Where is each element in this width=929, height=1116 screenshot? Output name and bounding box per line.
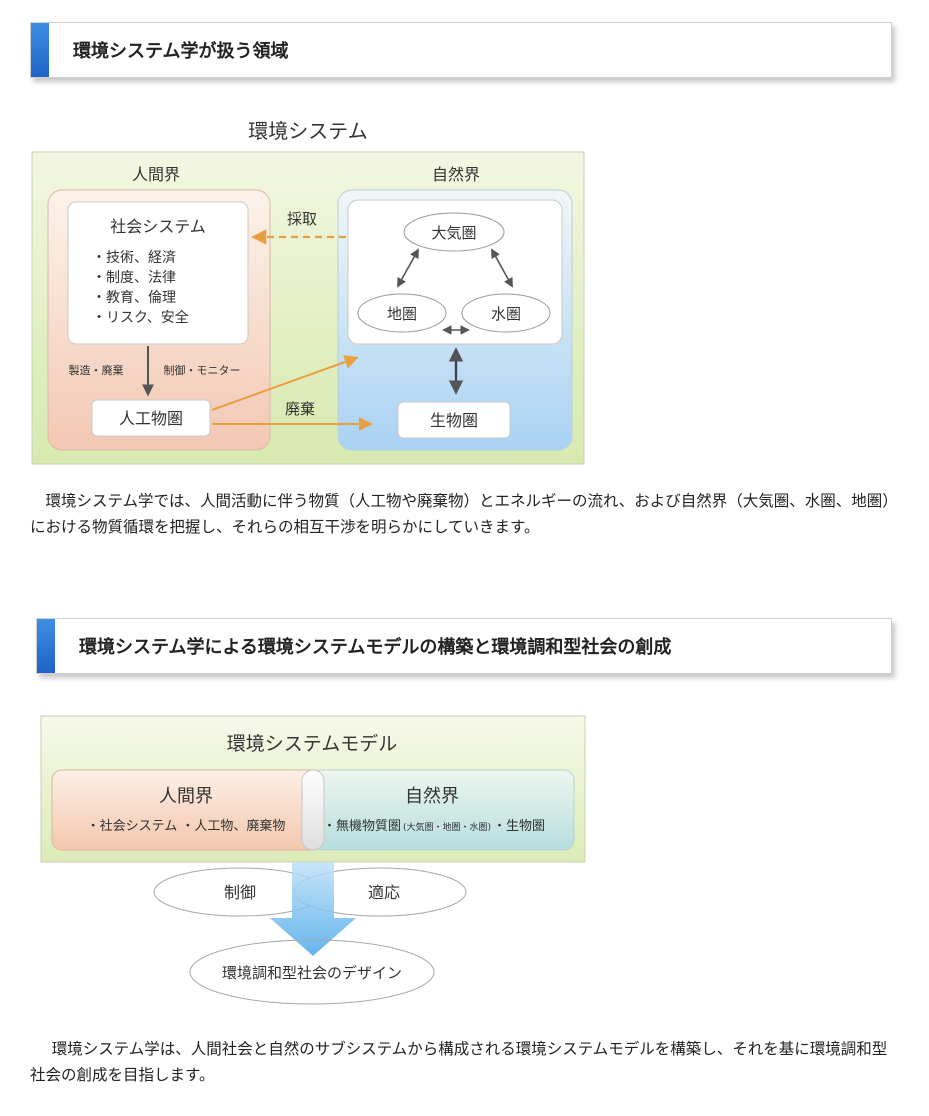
downward-arrow [270, 862, 356, 956]
model-nature-area [311, 769, 575, 851]
design-label: 環境調和型社会のデザイン [222, 964, 402, 982]
atmosphere-label: 大気圏 [431, 224, 476, 242]
atmosphere-geosphere-arrow [397, 248, 419, 288]
biosphere-label: 生物圏 [430, 411, 478, 430]
manufacture-label: 製造・廃棄 [69, 363, 124, 377]
geosphere-ellipse [357, 293, 447, 333]
social-item-2: ・制度、法律 [92, 270, 176, 286]
model-nature-label: 自然界 [405, 786, 459, 807]
heading-accent-bar [37, 619, 55, 673]
extraction-label: 採取 [287, 210, 317, 228]
model-human-items: ・社会システム ・人工物、廃棄物 [87, 818, 286, 834]
hydrosphere-ellipse [461, 293, 551, 333]
social-system-box [67, 201, 249, 345]
model-nature-items-end: ・生物圏 [493, 819, 545, 834]
section1-heading: 環境システム学が扱う領域 [30, 22, 892, 78]
adapt-label: 適応 [368, 883, 400, 902]
hydrosphere-label: 水圏 [491, 305, 521, 323]
section1-heading-text: 環境システム学が扱う領域 [73, 41, 289, 62]
artificial-sphere-box [91, 399, 211, 437]
nature-world-label: 自然界 [432, 165, 480, 184]
section2-heading-text: 環境システム学による環境システムモデルの構築と環境調和型社会の創成 [79, 637, 672, 658]
social-item-4: ・リスク、安全 [92, 309, 189, 326]
human-world-label: 人間界 [132, 165, 180, 184]
social-system-title: 社会システム [110, 217, 206, 236]
environment-system-diagram: 環境システム 人間界 自然界 社会システム ・技術、経済 ・制度、法律 ・教育、… [31, 119, 585, 465]
section1-paragraph: 環境システム学では、人間活動に伴う物質（人工物や廃棄物）とエネルギーの流れ、およ… [30, 492, 898, 536]
atmosphere-hydrosphere-arrow [491, 248, 513, 288]
artificial-sphere-label: 人工物圏 [119, 409, 183, 428]
waste-label: 廃棄 [285, 400, 315, 418]
model-connector [301, 769, 325, 851]
design-ellipse [189, 939, 435, 1005]
model-nature-items-small: (大気圏・地圏・水圏) [403, 821, 491, 833]
section2-paragraph: 環境システム学は、人間社会と自然のサブシステムから構成される環境システムモデルを… [30, 1040, 888, 1084]
heading-accent-bar [31, 23, 49, 77]
section2-heading: 環境システム学による環境システムモデルの構築と環境調和型社会の創成 [36, 618, 892, 674]
model-human-label: 人間界 [159, 786, 213, 807]
model-human-area [51, 769, 325, 851]
atmosphere-ellipse [403, 212, 505, 252]
control-monitor-label: 制御・モニター [164, 363, 241, 377]
social-item-1: ・技術、経済 [92, 250, 176, 266]
environment-system-model-diagram: 環境システムモデル 人間界 ・社会システム ・人工物、廃棄物 自然界 ・無機物質… [40, 715, 586, 1005]
model-nature-items-main: ・無機物質圏 [323, 819, 401, 834]
diagram1-title: 環境システム [248, 119, 367, 143]
social-item-3: ・教育、倫理 [92, 290, 176, 306]
artificial-to-nature-arrow [211, 355, 359, 411]
geosphere-label: 地圏 [387, 305, 417, 323]
model-nature-items: ・無機物質圏(大気圏・地圏・水圏)・生物圏 [323, 819, 545, 834]
diagram2-title: 環境システムモデル [227, 733, 397, 755]
biosphere-box [397, 401, 511, 439]
control-label: 制御 [224, 883, 256, 902]
